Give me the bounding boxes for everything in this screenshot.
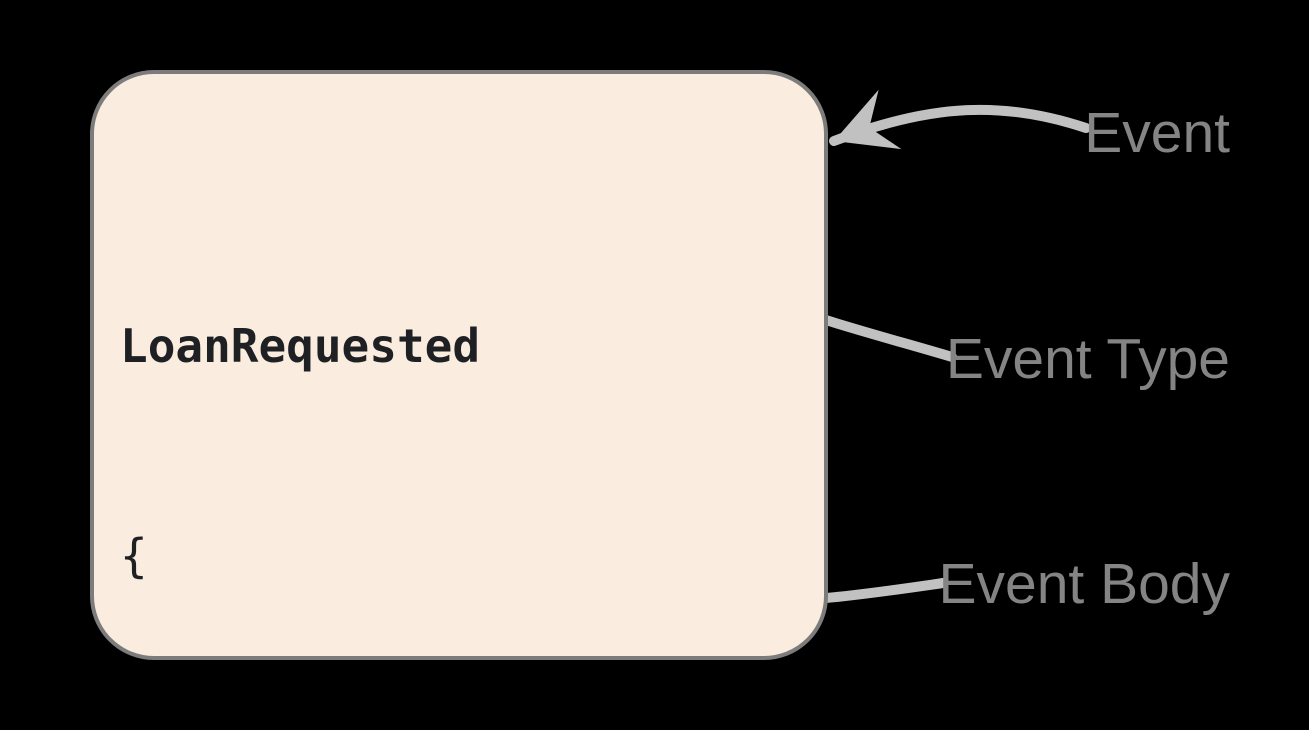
event-type-name: LoanRequested xyxy=(120,319,481,373)
event-arrow xyxy=(829,89,1091,150)
label-event-type: Event Type xyxy=(945,327,1230,391)
event-code: LoanRequested { id: 123, amount: 100, bo… xyxy=(94,74,824,730)
label-event-body: Event Body xyxy=(938,552,1230,616)
label-event: Event xyxy=(1084,101,1230,165)
event-card: LoanRequested { id: 123, amount: 100, bo… xyxy=(90,70,828,660)
event-body-line: { xyxy=(120,529,148,583)
